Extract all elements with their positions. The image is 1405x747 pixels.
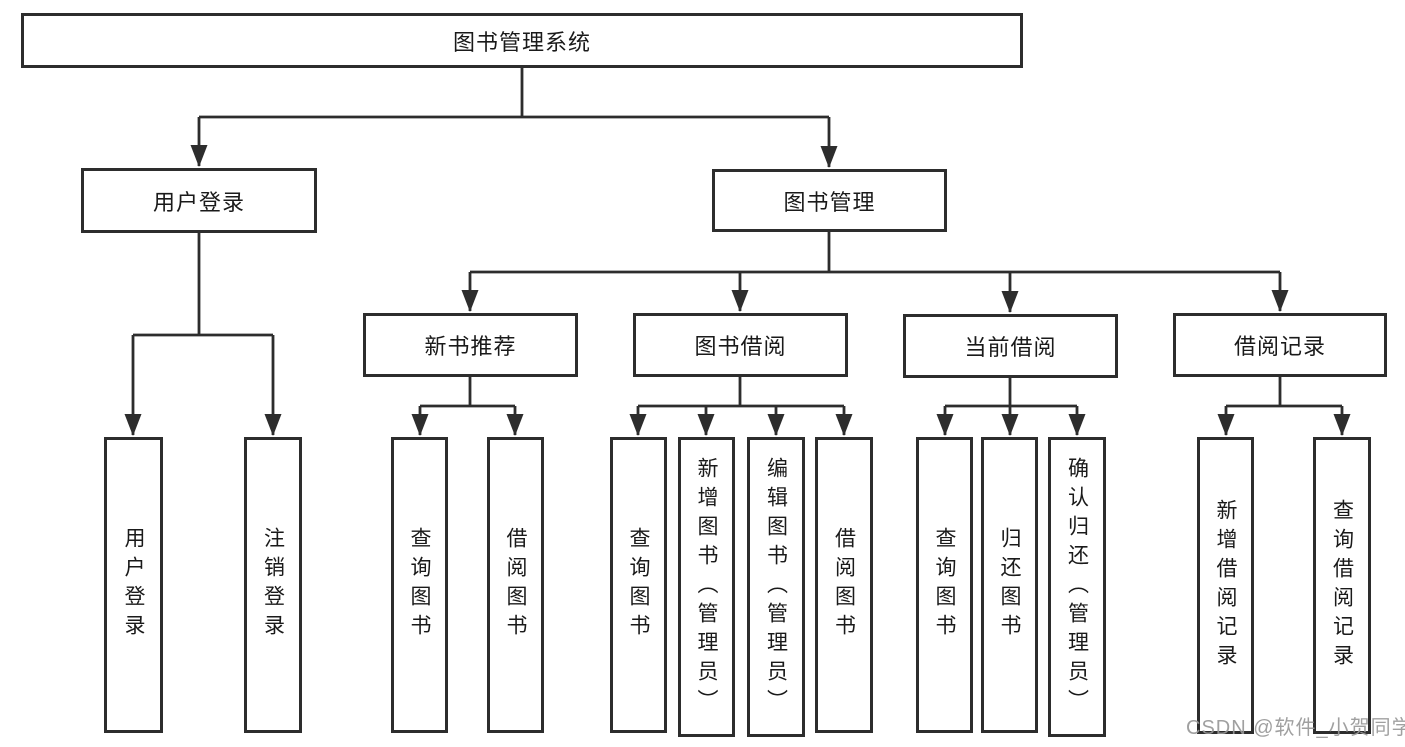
node-book-borrow: 图书借阅: [633, 313, 848, 377]
leaf-current-confirm-return-admin: 确认归还（管理员）: [1048, 437, 1106, 737]
leaf-user-login: 用户登录: [104, 437, 163, 733]
leaf-borrow-query-books: 查询图书: [610, 437, 667, 733]
leaf-logout: 注销登录: [244, 437, 302, 733]
node-new-book-recommend: 新书推荐: [363, 313, 578, 377]
leaf-current-query-books: 查询图书: [916, 437, 973, 733]
leaf-borrow-edit-books-admin: 编辑图书（管理员）: [747, 437, 805, 737]
node-book-management: 图书管理: [712, 169, 947, 232]
leaf-newbook-query-books: 查询图书: [391, 437, 448, 733]
leaf-current-return-books: 归还图书: [981, 437, 1038, 733]
node-borrow-record: 借阅记录: [1173, 313, 1387, 377]
node-current-borrow: 当前借阅: [903, 314, 1118, 378]
leaf-record-query-borrow-record: 查询借阅记录: [1313, 437, 1371, 734]
leaf-borrow-borrow-books: 借阅图书: [815, 437, 873, 733]
node-user-login: 用户登录: [81, 168, 317, 233]
leaf-newbook-borrow-books: 借阅图书: [487, 437, 544, 733]
leaf-borrow-add-books-admin: 新增图书（管理员）: [678, 437, 735, 737]
csdn-watermark: CSDN @软件_小贺同学: [1186, 717, 1405, 739]
leaf-record-add-borrow-record: 新增借阅记录: [1197, 437, 1254, 734]
node-root: 图书管理系统: [21, 13, 1023, 68]
